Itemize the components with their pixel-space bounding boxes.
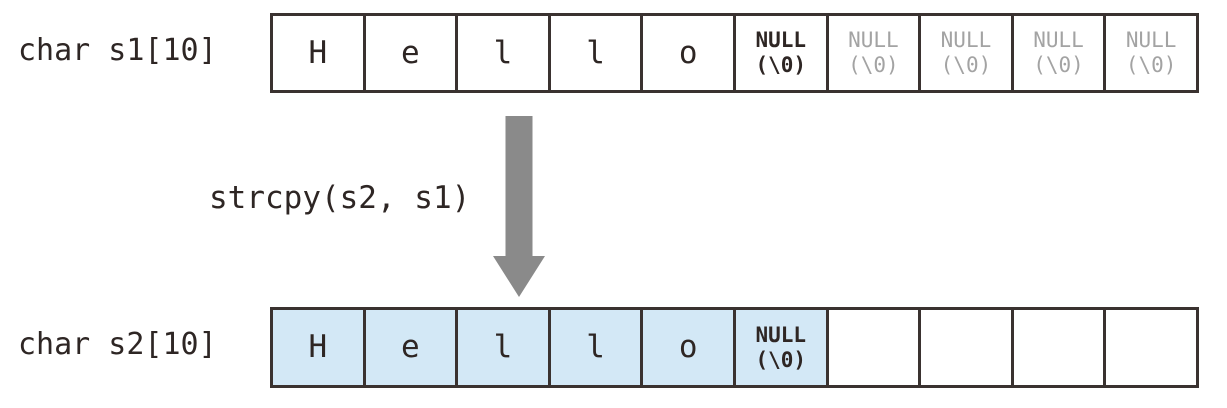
array-cell-s2-0: H [273, 310, 366, 385]
array-cell-s1-1: e [365, 16, 459, 90]
cell-character: o [678, 329, 698, 365]
array-cell-s2-4: o [643, 310, 736, 385]
null-terminator-text: NULL (\0) [755, 322, 807, 372]
null-terminator-text: NULL (\0) [1033, 28, 1084, 77]
array-cell-s2-2: l [458, 310, 551, 385]
null-terminator-text: NULL (\0) [848, 28, 899, 77]
null-terminator-text: NULL (\0) [755, 28, 807, 77]
array-cell-s2-7 [921, 310, 1014, 385]
cell-character: o [678, 34, 698, 71]
cell-character: l [493, 329, 513, 365]
array-cell-s1-9: NULL (\0) [1106, 16, 1199, 90]
arrow-down-icon [492, 116, 546, 298]
cell-character: l [586, 34, 605, 71]
array-cell-s1-3: l [550, 16, 644, 90]
cell-character: H [308, 329, 328, 365]
null-terminator-text: NULL (\0) [940, 28, 992, 77]
array-label-s1: char s1[10] [18, 33, 217, 68]
cell-character: l [493, 34, 513, 71]
array-label-s2: char s2[10] [18, 327, 217, 362]
array-cell-s1-4: o [643, 16, 736, 90]
array-cell-s1-6: NULL (\0) [828, 16, 922, 90]
array-cell-s1-7: NULL (\0) [921, 16, 1014, 90]
array-cell-s2-6 [828, 310, 922, 385]
array-cell-s1-5: NULL (\0) [735, 16, 829, 90]
cell-character: e [401, 34, 420, 71]
array-cell-s2-3: l [550, 310, 644, 385]
null-terminator-text: NULL (\0) [1125, 28, 1177, 77]
array-cell-s2-5: NULL (\0) [735, 310, 829, 385]
strcpy-call-label: strcpy(s2, s1) [209, 180, 471, 216]
cell-character: l [586, 329, 605, 365]
array-cell-s1-0: H [273, 16, 366, 90]
array-cell-s2-1: e [365, 310, 459, 385]
array-cell-s1-2: l [458, 16, 551, 90]
cell-character: e [401, 329, 420, 365]
array-cell-s2-8 [1013, 310, 1107, 385]
array-cell-s2-9 [1106, 310, 1199, 385]
cell-character: H [308, 34, 328, 71]
array-cell-s1-8: NULL (\0) [1013, 16, 1107, 90]
